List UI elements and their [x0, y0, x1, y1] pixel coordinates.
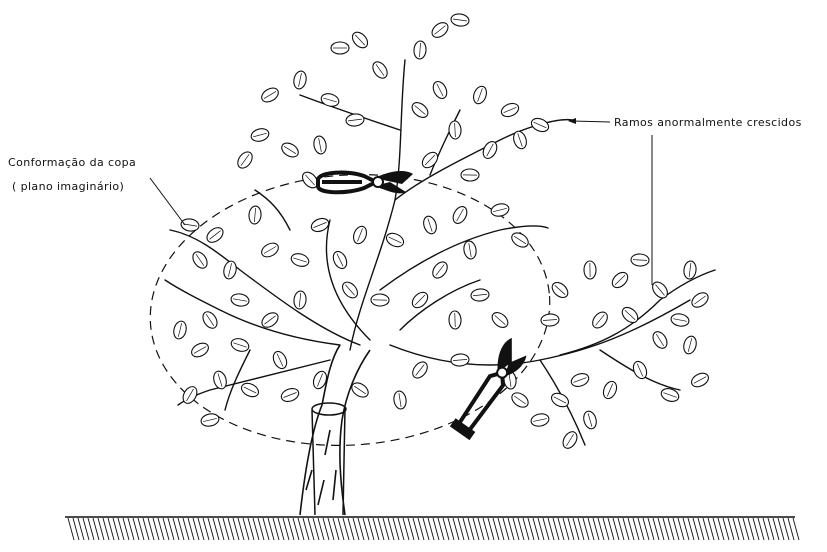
imaginary-plane-label: ( plano imaginário): [12, 180, 124, 193]
leader-lines: [150, 121, 652, 285]
leaves: [172, 13, 711, 451]
trunk: [300, 345, 370, 515]
pruning-shears-icon: [448, 336, 532, 440]
ground-hatching: [65, 517, 799, 540]
pruning-shears-icon: [318, 171, 413, 193]
arrowhead: [568, 118, 576, 124]
abnormal-branches-label: Ramos anormalmente crescidos: [614, 116, 802, 129]
canopy-shape-label: Conformação da copa: [8, 156, 136, 169]
